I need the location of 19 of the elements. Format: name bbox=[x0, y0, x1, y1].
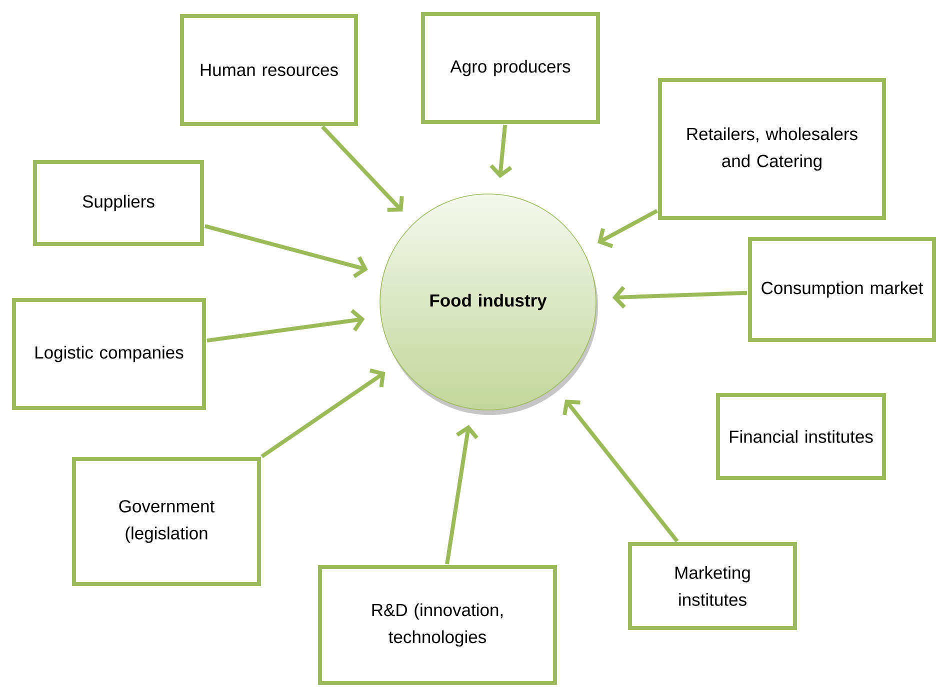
text-box: Suppliers bbox=[33, 160, 204, 246]
arrow bbox=[204, 224, 368, 278]
text-box: Consumption market bbox=[748, 237, 936, 342]
arrow bbox=[612, 286, 748, 309]
text-box: Government (legislation bbox=[72, 457, 261, 586]
text-box: Retailers, wholesalers and Catering bbox=[658, 78, 886, 220]
arrow bbox=[598, 209, 658, 248]
arrow bbox=[321, 125, 404, 212]
arrow bbox=[490, 124, 512, 178]
arrow bbox=[260, 368, 386, 458]
text-box: Human resources bbox=[180, 14, 358, 126]
arrow bbox=[445, 424, 478, 564]
text-box: Agro producers bbox=[421, 12, 600, 124]
text-box: Logistic companies bbox=[12, 298, 206, 410]
text-box: R&D (innovation, technologies bbox=[318, 565, 557, 685]
text-box: Marketing institutes bbox=[628, 542, 797, 630]
arrow bbox=[562, 400, 679, 542]
arrow bbox=[206, 309, 365, 343]
text-box: Financial institutes bbox=[716, 393, 886, 480]
